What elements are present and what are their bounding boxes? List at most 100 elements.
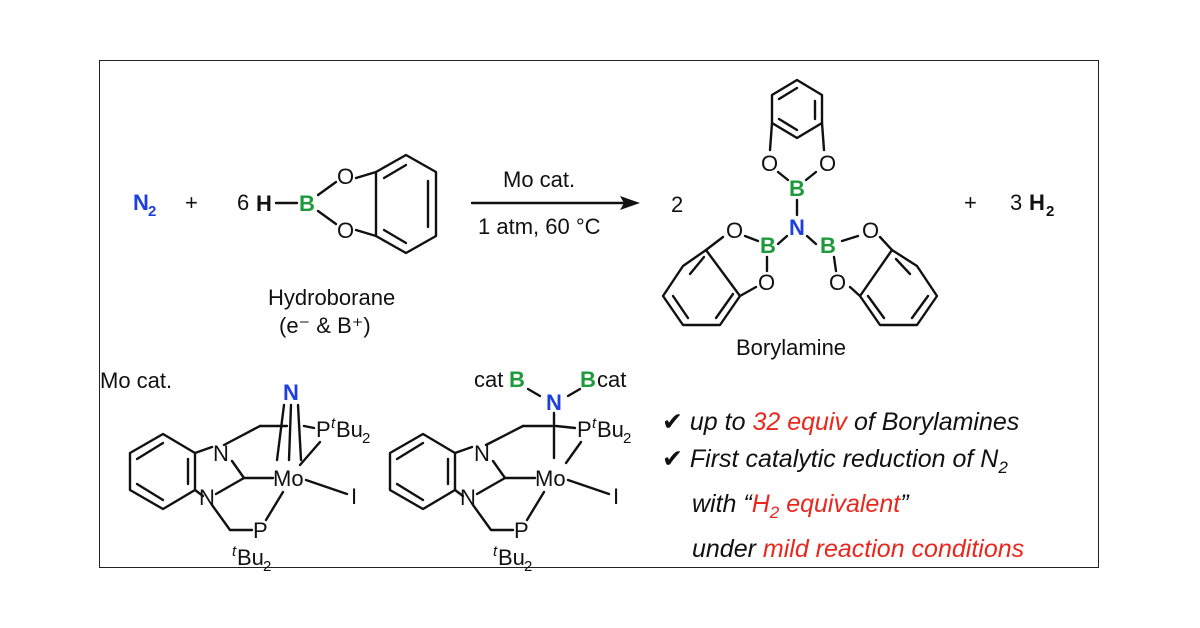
cat1-p-top: P <box>316 417 331 442</box>
o-ring-bonds <box>354 170 378 238</box>
cat1-iodide: I <box>351 484 357 509</box>
bullet-2b-post: ” <box>900 490 909 518</box>
cat1-p-mo-bottom <box>264 490 285 522</box>
left-benzene <box>661 248 742 327</box>
hydroborane-name: Hydroborane <box>268 285 395 310</box>
hydroborane-b: B <box>299 191 315 216</box>
n2-subscript: 2 <box>148 203 156 220</box>
arrow-bottom-label: 1 atm, 60 °C <box>478 214 601 239</box>
hydroborane-benzene-inner <box>382 163 430 245</box>
cat2-p-mo-top <box>564 440 583 465</box>
plus-sign-1: + <box>185 190 198 215</box>
h2-symbol: H <box>1029 190 1045 215</box>
cat2-n: N <box>546 390 562 415</box>
right-benzene <box>858 248 939 327</box>
cat1-benzene-inner <box>135 441 190 502</box>
top-o-b-bonds <box>776 170 818 182</box>
left-o-top: O <box>726 218 743 243</box>
hydroborane-note: (e⁻ & B⁺) <box>279 313 371 338</box>
right-o-ring-bonds <box>848 235 894 298</box>
top-o-left: O <box>761 151 778 176</box>
cat2-nhc-bonds <box>475 424 525 496</box>
cat1-nhc-bonds <box>214 424 262 496</box>
plus-sign-2: + <box>964 190 977 215</box>
cat1-tbu-sub-top: 2 <box>362 430 370 447</box>
cat2-p-mo-bottom <box>525 490 546 522</box>
cat2-b-n-bonds <box>526 387 582 398</box>
bullet-1: ✔ up to 32 equiv of Borylamines <box>662 404 1102 441</box>
reaction-arrow-head <box>620 196 640 210</box>
bullet-1-post: of Borylamines <box>847 408 1020 436</box>
borylamine-name: Borylamine <box>736 335 846 360</box>
cat1-tbu-bottom: Bu <box>237 545 264 570</box>
cat1-tbu-sub-bottom: 2 <box>263 558 271 575</box>
left-o-bottom: O <box>758 270 775 295</box>
cat2-iodide: I <box>613 484 619 509</box>
hydroborane-coefficient: 6 <box>237 190 249 215</box>
bullet-2c-highlight: mild reaction conditions <box>762 535 1025 563</box>
cat2-bcat-cat: cat <box>597 367 626 392</box>
right-o-bottom: O <box>829 270 846 295</box>
figure-frame <box>99 60 1099 568</box>
cat2-tbu-sub-top: 2 <box>623 430 631 447</box>
highlights-list: ✔ up to 32 equiv of Borylamines ✔ First … <box>662 404 1102 568</box>
cat1-ch2-bottom <box>210 503 254 532</box>
cat1-p-bottom: P <box>253 518 268 543</box>
cat1-tbu-top: Bu <box>336 417 363 442</box>
cat1-mo: Mo <box>273 466 304 491</box>
cat1-p-mo-top <box>298 440 322 467</box>
hydroborane-benzene <box>374 153 438 255</box>
cat2-benzene-inner <box>395 441 450 502</box>
borylamine-coefficient: 2 <box>671 192 683 217</box>
cat1-benzene <box>128 432 197 511</box>
cat2-tbu-sub-bottom: 2 <box>524 558 532 575</box>
left-b-o-bonds <box>743 234 769 273</box>
left-b: B <box>760 233 776 258</box>
right-o-top: O <box>862 218 879 243</box>
cat2-mo: Mo <box>535 466 566 491</box>
cat2-p-top: P <box>577 417 592 442</box>
top-ring-o-bonds <box>768 121 826 152</box>
bullet-2b-highlight: H <box>751 490 770 518</box>
bullet-2c-pre: under <box>692 535 763 563</box>
hydroborane-o-top: O <box>337 164 354 189</box>
check-icon: ✔ <box>662 445 683 473</box>
top-o-right: O <box>819 151 836 176</box>
check-icon: ✔ <box>662 408 683 436</box>
cat1-ring-n-bonds <box>193 445 214 498</box>
cat1-n2-top: N <box>283 380 299 405</box>
bullet-2b-pre: with “ <box>692 490 752 518</box>
catalyst-label: Mo cat. <box>100 368 172 393</box>
cat2-n-top: N <box>474 441 490 466</box>
cat2-tbu-top: Bu <box>597 417 624 442</box>
h2-subscript: 2 <box>1046 203 1054 220</box>
bullet-2: ✔ First catalytic reduction of N2 <box>662 441 1102 486</box>
n-b-side-bonds <box>776 234 818 246</box>
cat1-mo-i <box>304 478 349 496</box>
arrow-top-label: Mo cat. <box>503 167 575 192</box>
bullet-2b-highlight-post: equivalent <box>779 490 901 518</box>
cat2-catb-b: B <box>509 367 525 392</box>
bullet-2b-sub: 2 <box>769 503 780 522</box>
hydroborane-o-bottom: O <box>337 218 354 243</box>
cat1-n-bottom: N <box>199 485 215 510</box>
cat2-mo-i <box>566 478 611 496</box>
n2-symbol: N <box>133 190 149 215</box>
cat2-benzene <box>388 432 457 511</box>
cat2-p-link <box>554 424 577 430</box>
cat2-bcat-b: B <box>580 367 596 392</box>
cat1-triple-bond <box>275 403 303 462</box>
bullet-2-text: First catalytic reduction of N <box>689 445 999 473</box>
cat2-ch2-bottom <box>471 503 515 532</box>
bullet-2-sub: 2 <box>998 458 1008 477</box>
cat2-tbu-t-bottom: t <box>493 543 498 560</box>
bullet-1-highlight: 32 equiv <box>752 408 847 436</box>
cat2-catb-cat: cat <box>474 367 503 392</box>
central-n: N <box>789 215 805 240</box>
bullet-2-line-2: with “H2 equivalent” <box>662 486 1102 531</box>
right-b: B <box>820 233 836 258</box>
bullet-1-pre: up to <box>689 408 753 436</box>
h2-coefficient: 3 <box>1010 190 1022 215</box>
left-benzene-inner <box>671 255 735 320</box>
